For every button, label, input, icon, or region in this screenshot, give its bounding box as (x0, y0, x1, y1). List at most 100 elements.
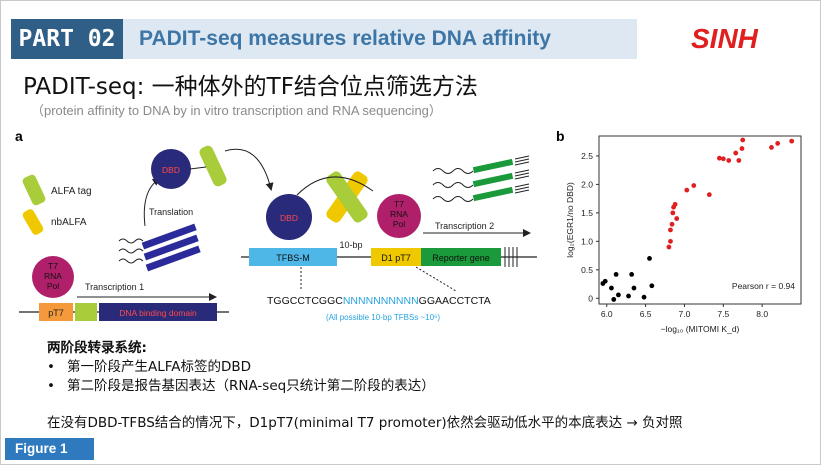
data-point (775, 141, 781, 146)
data-point (717, 155, 722, 161)
y-tick-label: 0 (588, 293, 593, 303)
notes-block: 两阶段转录系统: •第一阶段产生ALFA标签的DBD •第二阶段是报告基因表达（… (47, 339, 435, 396)
x-tick-label: 6.0 (601, 309, 613, 319)
data-point (733, 150, 739, 156)
dbd-top-label: DBD (162, 165, 180, 175)
data-point (769, 144, 774, 150)
pol2-line3: Pol (393, 219, 405, 229)
data-point (691, 183, 697, 188)
dbd-protein-top (151, 149, 191, 189)
t7-rna-pol-2 (377, 194, 421, 238)
pol2-line1: T7 (394, 199, 404, 209)
data-point (631, 285, 637, 291)
part-label: PART 02 (11, 19, 123, 59)
slide-title: PADIT-seq measures relative DNA affinity (139, 27, 551, 50)
alfa-tag-icon (22, 174, 46, 206)
data-point (789, 138, 795, 144)
data-point (669, 221, 675, 227)
pol1-line1: T7 (48, 261, 58, 271)
nbalfa-icon (22, 209, 44, 235)
seq-mid: NNNNNNNNNN (343, 295, 419, 307)
data-point (672, 201, 678, 207)
panel-a-label: a (15, 128, 23, 144)
x-tick-label: 8.0 (756, 309, 768, 319)
sinh-logo: SINH (691, 23, 759, 53)
d1pt7-box (371, 248, 421, 266)
reporter-rna (432, 155, 530, 202)
dbd-protein-bound (266, 194, 312, 240)
data-point (668, 238, 673, 244)
note-bullet-2: 第二阶段是报告基因表达（RNA-seq只统计第二阶段的表达） (67, 378, 435, 394)
figure-tag[interactable]: Figure 1 (5, 438, 94, 460)
alfa-tag-top (199, 145, 227, 187)
y-tick-label: 1.5 (581, 208, 593, 218)
data-point (720, 156, 726, 162)
pt7-label: pT7 (48, 308, 64, 318)
data-point (629, 271, 635, 277)
data-point (736, 158, 742, 163)
y-tick-label: 2.0 (581, 179, 593, 189)
pol1-line2: RNA (44, 271, 62, 281)
data-point (670, 210, 676, 216)
transcription1-label: Transcription 1 (85, 282, 144, 292)
bottom-note: 在没有DBD-TFBS结合的情况下，D1pT7(minimal T7 promo… (47, 415, 683, 431)
t7-rna-pol-1 (32, 256, 74, 298)
figure-diagram: a ALFA tag nbALFA T7 RNA Pol Transcripti… (15, 128, 802, 334)
tfbs-m-box (249, 248, 337, 266)
data-point (647, 256, 652, 261)
note-bullet: •第一阶段产生ALFA标签的DBD (47, 359, 252, 375)
panel-b-label: b (556, 128, 565, 144)
y-tick-label: 0.5 (581, 265, 593, 275)
data-point (684, 187, 690, 193)
data-point (609, 285, 614, 291)
data-point (668, 227, 673, 233)
data-point (616, 292, 621, 298)
pol2-line2: RNA (390, 209, 408, 219)
data-point (611, 297, 617, 302)
data-point (706, 192, 712, 198)
plot-frame (598, 135, 802, 305)
transcription2-label: Transcription 2 (435, 221, 494, 231)
tfbs-sequence: TGGCCTCGGCNNNNNNNNNNGGAACCTCTA (267, 295, 491, 307)
subtitle-en: （protein affinity to DNA by in vitro tra… (31, 103, 442, 118)
y-tick-label: 1.0 (581, 236, 593, 246)
dbd-domain-box (99, 303, 217, 321)
data-point (626, 293, 631, 299)
data-point (641, 294, 647, 300)
alfa-box (75, 303, 97, 321)
pol1-line3: Pol (47, 281, 59, 291)
legend-alfa-tag: ALFA tag (51, 186, 92, 197)
data-point (674, 216, 680, 221)
x-tick-label: 6.5 (640, 309, 652, 319)
logo-text: SINH (691, 23, 759, 53)
data-point (726, 158, 732, 163)
data-point (649, 283, 655, 289)
reporter-box (421, 248, 501, 266)
x-tick-label: 7.5 (717, 309, 729, 319)
data-point (739, 146, 745, 151)
x-tick-label: 7.0 (679, 309, 691, 319)
dbd-domain-label: DNA binding domain (119, 308, 197, 318)
data-point (613, 271, 619, 277)
seq-note: (All possible 10-bp TFBSs ~10⁶) (326, 313, 440, 322)
subtitle-cn: PADIT-seq: 一种体外的TF结合位点筛选方法 (23, 74, 478, 100)
pt7-box (39, 303, 73, 321)
notes-heading: 两阶段转录系统: (47, 340, 147, 356)
dbd-bound-label: DBD (280, 213, 298, 223)
mrna-1 (118, 223, 201, 272)
pearson-annotation: Pearson r = 0.94 (732, 281, 795, 291)
note-bullet: •第二阶段是报告基因表达（RNA-seq只统计第二阶段的表达） (47, 378, 435, 394)
d1pt7-label: D1 pT7 (381, 253, 411, 263)
data-point (602, 278, 608, 284)
seq-left: TGGCCTCGGC (267, 295, 343, 307)
data-point (740, 137, 746, 143)
data-point (666, 244, 672, 250)
translation-label: Translation (149, 207, 193, 217)
bp10-label: 10-bp (339, 240, 362, 250)
note-bullet-1: 第一阶段产生ALFA标签的DBD (67, 359, 252, 375)
seq-right: GGAACCTCTA (419, 295, 491, 307)
y-axis-label: log₂(EGR1/no DBD) (565, 182, 575, 258)
x-axis-label: −log₁₀ (MITOMI K_d) (661, 324, 740, 334)
